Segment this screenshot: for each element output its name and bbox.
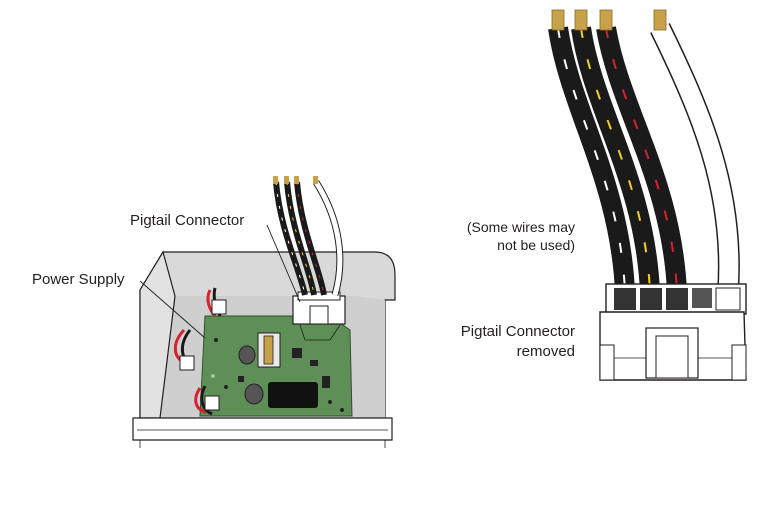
wire-bundle-icon <box>548 9 740 293</box>
power-supply-wiring <box>174 287 227 416</box>
circuit-board-icon <box>199 315 353 417</box>
pigtail-connector-on-board <box>292 291 346 341</box>
note-line-2: not be used) <box>497 237 575 253</box>
pigtail-connector-label: Pigtail Connector <box>130 212 245 229</box>
removed-label-line-1: Pigtail Connector <box>460 323 575 340</box>
removed-label-line-2: removed <box>516 343 575 360</box>
power-supply-leader-line <box>139 280 206 339</box>
note-line-1: (Some wires may <box>466 219 575 235</box>
wire-bundle-small <box>273 176 344 296</box>
pigtail-leader-line <box>266 224 301 303</box>
pigtail-connector-icon <box>599 283 747 381</box>
power-supply-label: Power Supply <box>32 271 125 288</box>
